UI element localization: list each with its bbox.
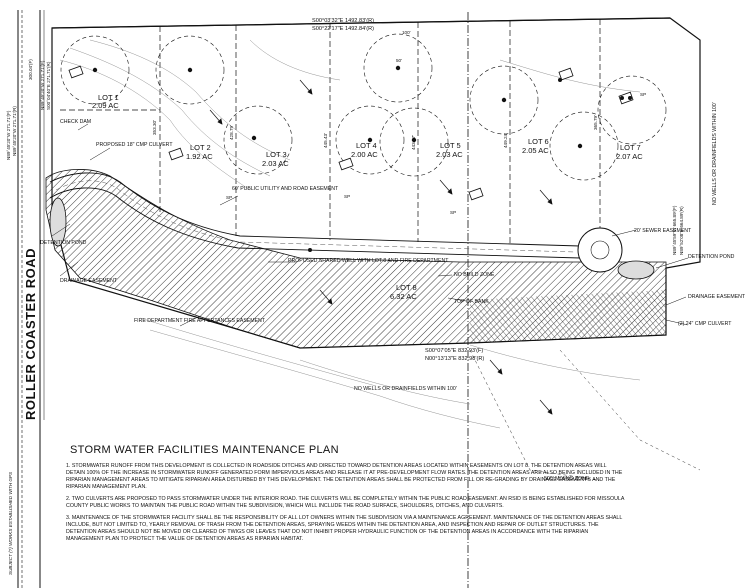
building-envelopes: [68, 65, 634, 201]
callout-leaders: [51, 123, 689, 327]
utility-easement-label: 60' PUBLIC UTILITY AND ROAD EASEMENT: [232, 186, 339, 192]
bearing-road-1: N89°45'20"W 271.71'(F): [40, 60, 45, 110]
bearing-north-2: S00°22'17"E 1492.84'(R): [312, 26, 374, 32]
interior-road: [49, 172, 623, 273]
road-name-label: ROLLER COASTER ROAD: [23, 248, 38, 420]
sp-label-3: SP: [450, 210, 456, 215]
boundary-bearings: S00°03'32"E 1492.83'(R) S00°22'17"E 1492…: [6, 18, 684, 362]
lot-4-name: LOT 4: [356, 141, 377, 150]
maintenance-plan: STORM WATER FACILITIES MAINTENANCE PLAN …: [66, 444, 626, 548]
lot-1-name: LOT 1: [98, 93, 119, 102]
bearing-road-2: S00°04'40"E 271.71'(R): [46, 61, 51, 110]
detention-pond-west: [49, 197, 67, 247]
lot-dim-3: 445.43': [323, 133, 328, 148]
maintenance-note-2: 2. TWO CULVERTS ARE PROPOSED TO PASS STO…: [66, 495, 625, 509]
cul-de-sac: [577, 227, 623, 273]
fire-dept-label: FIRE DEPARTMENT FIRE APPERTANCES EASEMEN…: [134, 318, 266, 324]
lot-1-area: 2.09 AC: [92, 101, 119, 110]
bearing-south-1: S00°07'05"E 832.93'(F): [425, 348, 483, 354]
bearing-west-2: N89°45'20"W 271.71'(R): [12, 106, 17, 156]
check-dam-label: CHECK DAM: [60, 119, 91, 125]
well-points: [92, 65, 583, 149]
roller-coaster-road: [17, 10, 45, 588]
detention-pond-west-label: DETENTION POND: [40, 240, 87, 246]
lot-labels: LOT 1 2.09 AC LOT 2 1.92 AC LOT 3 2.03 A…: [92, 93, 643, 301]
culvert-18-label: PROPOSED 18" CMP CULVERT: [96, 142, 173, 148]
lot-dim-6: 365.79': [593, 115, 598, 130]
lot-dim-2: 428.79': [229, 125, 234, 140]
maintenance-plan-title: STORM WATER FACILITIES MAINTENANCE PLAN: [70, 444, 339, 456]
shared-well-label: PROPOSED SHARED WELL WITH LOT 8 AND FIRE…: [288, 258, 449, 264]
lot-4-area: 2.00 AC: [351, 150, 378, 159]
dim-50-label: 50': [396, 58, 402, 63]
lot-dim-4: 443.87': [411, 135, 416, 150]
mixing-zone-lines: [469, 349, 701, 481]
well-buffer-circles: [60, 33, 667, 181]
bearing-west-1: N89°45'20"W 271.71'(F): [6, 110, 11, 160]
bearing-east-1: N89°45'59"W 665.89'(F): [672, 205, 677, 255]
detention-pond-east: [617, 260, 655, 280]
bearing-top-left: 300.04'(F): [28, 59, 33, 80]
lot-5-area: 2.03 AC: [436, 150, 463, 159]
lot-lines: [60, 19, 601, 244]
lot-2-area: 1.92 AC: [186, 152, 213, 161]
sp-label-1: SP: [226, 195, 232, 200]
handwritten-note: SUBJECT (?) WORKS ESTABLISHED WITH GPS: [8, 471, 13, 575]
detention-pond-east-label: DETENTION POND: [688, 254, 735, 260]
drainage-easement-west-label: DRAINAGE EASEMENT: [60, 278, 118, 284]
culvert-24-label: (2) 24" CMP CULVERT: [678, 321, 732, 327]
lot-3-area: 2.03 AC: [262, 159, 289, 168]
no-wells-bottom-label: NO WELLS OR DRAINFIELDS WITHIN 100': [354, 386, 457, 392]
lot-3-name: LOT 3: [266, 150, 287, 159]
bearing-south-2: N00°13'13"E 832.98'(R): [425, 356, 484, 362]
lot-5-name: LOT 5: [440, 141, 461, 150]
mixing-zone-label: 500' MIXING ZONE: [544, 476, 590, 482]
lot-7-area: 2.07 AC: [616, 152, 643, 161]
sp-label-4: SP: [640, 92, 646, 97]
sewer-easement-label: 20' SEWER EASEMENT: [634, 228, 692, 234]
lot-7-name: LOT 7: [620, 143, 641, 152]
lot-2-name: LOT 2: [190, 143, 211, 152]
lot-6-name: LOT 6: [528, 137, 549, 146]
well-symbols: [308, 78, 632, 252]
drainage-easement-east-label: DRAINAGE EASEMENT: [688, 294, 746, 300]
bearing-north-1: S00°03'32"E 1492.83'(R): [312, 18, 374, 24]
lot-8-name: LOT 8: [396, 283, 417, 292]
sp-label-2: SP: [344, 194, 350, 199]
dim-100-label: 100': [402, 30, 411, 35]
flow-arrows: [209, 79, 553, 415]
lot-dim-5: 449.24': [503, 133, 508, 148]
top-of-bank-label: TOP OF BANK: [454, 299, 489, 305]
maintenance-note-3: 3. MAINTENANCE OF THE STORMWATER FACILIT…: [66, 514, 623, 542]
maintenance-note-1: 1. STORMWATER RUNOFF FROM THIS DEVELOPME…: [66, 463, 623, 490]
no-build-zone-label: NO BUILD ZONE: [454, 272, 495, 278]
lot-dimensions: 353.30' 428.79' 445.43' 443.87' 449.24' …: [152, 115, 598, 150]
lot-8-area: 6.32 AC: [390, 292, 417, 301]
lot-dim-1: 353.30': [152, 120, 157, 135]
lot-6-area: 2.05 AC: [522, 146, 549, 155]
bearing-east-2: N89°52'08"E 664.89'(R): [679, 206, 684, 255]
no-wells-top-label: NO WELLS OR DRAINFIELDS WITHIN 100': [712, 102, 718, 205]
